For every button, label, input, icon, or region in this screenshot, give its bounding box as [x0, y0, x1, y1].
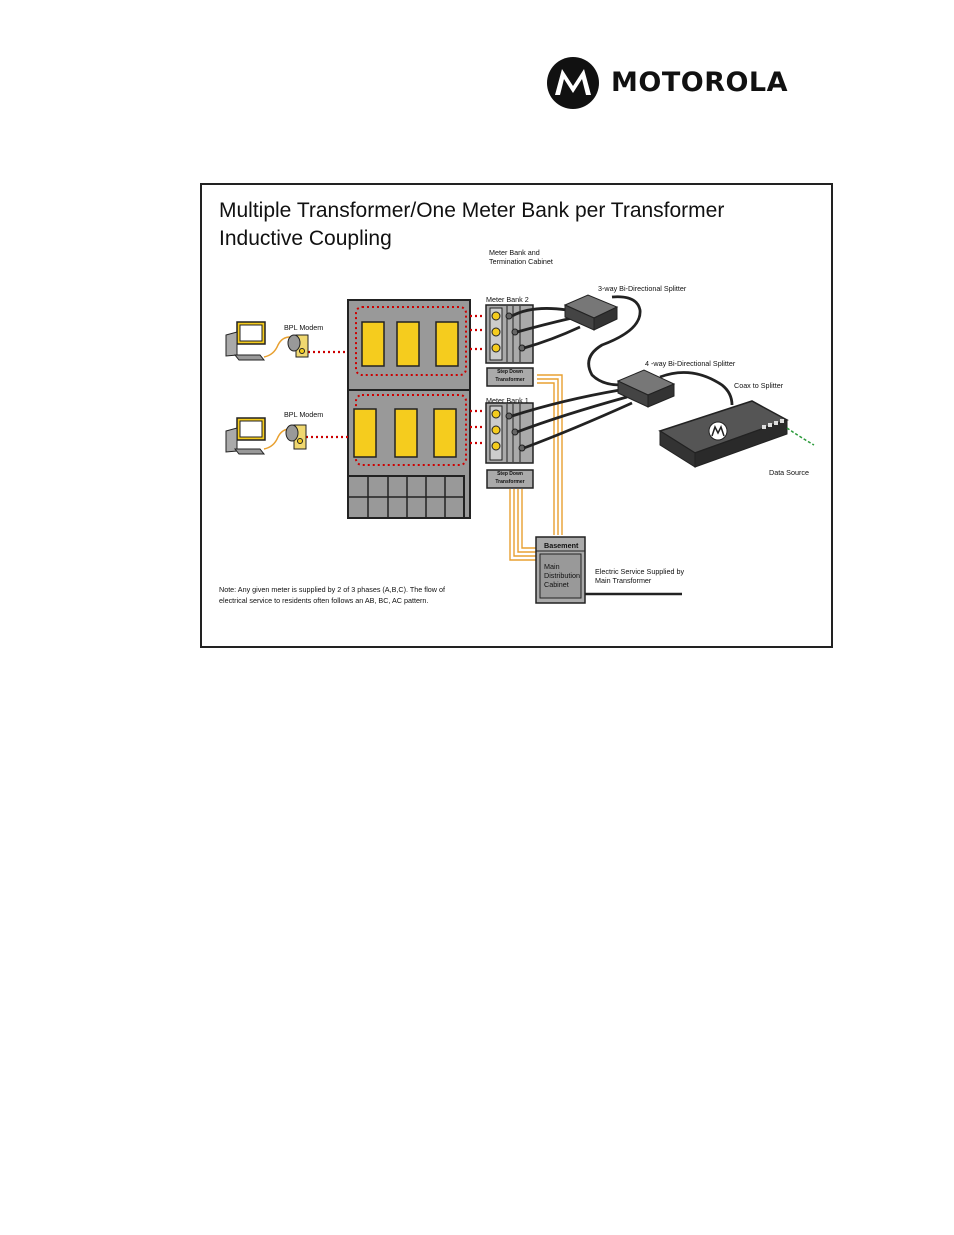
label-main-dist-2: Distribution — [544, 571, 580, 580]
power-cables — [509, 374, 563, 561]
label-meter-bank-1: Meter Bank 1 — [486, 396, 529, 405]
label-bpl-modem-bottom: BPL Modem — [284, 410, 324, 419]
note-line-1: Note: Any given meter is supplied by 2 o… — [219, 585, 445, 594]
label-electric-service-1: Electric Service Supplied by — [595, 567, 685, 576]
motorola-batwing-icon — [547, 57, 599, 109]
label-basement: Basement — [544, 541, 579, 550]
network-diagram — [225, 294, 815, 604]
label-step-down-2a: Step Down — [497, 369, 523, 375]
meter-bank-1 — [485, 402, 534, 464]
label-meter-bank-cabinet: Meter Bank and — [489, 248, 540, 257]
label-meter-bank-2: Meter Bank 2 — [486, 295, 529, 304]
meter-bank-2 — [485, 304, 534, 364]
headend-unit — [658, 400, 789, 468]
diagram-title: Multiple Transformer/One Meter Bank per … — [219, 199, 725, 222]
motorola-logo: MOTOROLA — [545, 55, 815, 111]
label-4way-splitter: 4 -way Bi-Directional Splitter — [645, 359, 736, 368]
label-step-down-1b: Transformer — [495, 479, 525, 485]
diagram-subtitle: Inductive Coupling — [219, 227, 392, 250]
label-main-dist-1: Main — [544, 562, 560, 571]
label-electric-service-2: Main Transformer — [595, 576, 652, 585]
bpl-modem-icon-top — [287, 334, 309, 358]
splitter-3way — [563, 294, 619, 331]
main-distribution-cabinet — [535, 536, 586, 604]
bpl-signal-lines — [306, 314, 485, 445]
label-step-down-1a: Step Down — [497, 471, 523, 477]
coax-cables — [511, 295, 734, 450]
label-coax-to-splitter: Coax to Splitter — [734, 381, 784, 390]
apartment-building — [347, 299, 471, 519]
step-down-transformer-2 — [486, 367, 534, 387]
bpl-modem-icon-bottom — [285, 424, 307, 450]
computer-icon-top — [225, 321, 266, 361]
step-down-transformer-1 — [486, 469, 534, 489]
computer-icon-bottom — [225, 417, 266, 455]
label-step-down-2b: Transformer — [495, 377, 525, 383]
label-bpl-modem-top: BPL Modem — [284, 323, 324, 332]
note-line-2: electrical service to residents often fo… — [219, 596, 429, 605]
diagram-frame: Multiple Transformer/One Meter Bank per … — [200, 183, 833, 648]
label-main-dist-3: Cabinet — [544, 580, 569, 589]
brand-name: MOTOROLA — [611, 67, 789, 98]
label-3way-splitter: 3-way Bi-Directional Splitter — [598, 284, 687, 293]
label-termination-cabinet: Termination Cabinet — [489, 257, 553, 266]
data-source-line — [786, 427, 815, 446]
splitter-4way — [616, 369, 676, 408]
label-data-source: Data Source — [769, 468, 809, 477]
